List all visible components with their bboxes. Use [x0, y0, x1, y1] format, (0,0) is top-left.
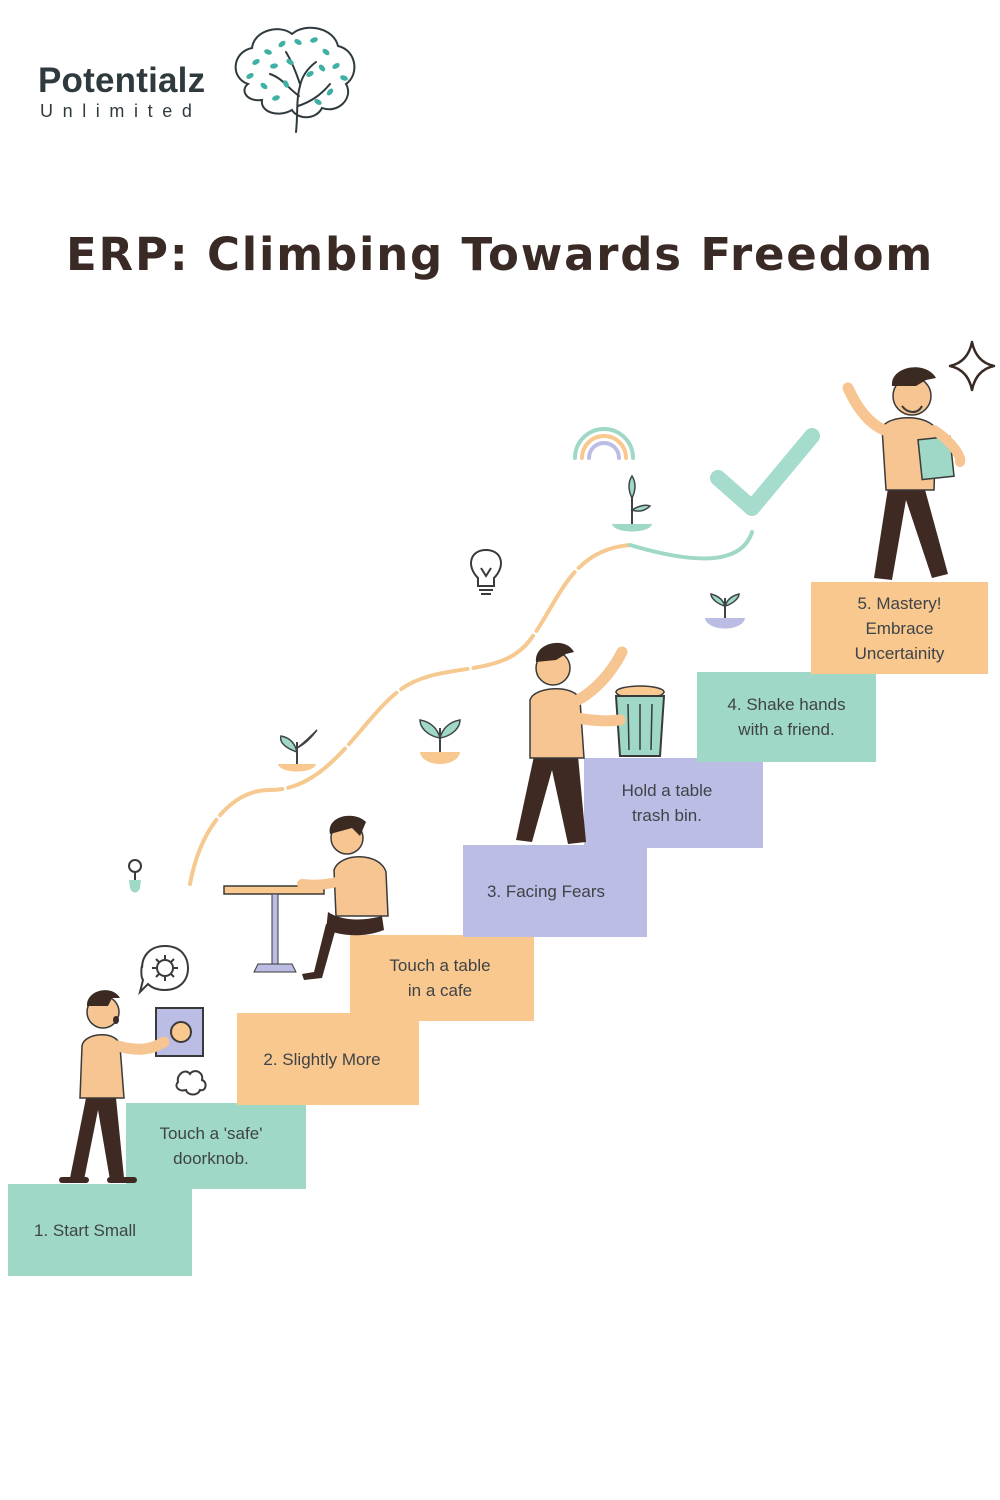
step-label-6: Hold a table trash bin.	[621, 781, 713, 825]
step-label-4: Touch a table in a cafe	[389, 956, 491, 1000]
step-block-4	[350, 935, 534, 1021]
person-holding-trash-bin	[516, 642, 628, 844]
page-title: ERP: Climbing Towards Freedom	[65, 228, 935, 281]
step-block-6	[584, 758, 763, 848]
sparkle-icon	[948, 340, 996, 392]
lightbulb-icon	[470, 548, 502, 595]
brand-subtitle: Unlimited	[40, 101, 202, 121]
step-block-2	[126, 1103, 306, 1189]
step-block-7	[697, 672, 876, 762]
person-at-cafe-table	[297, 815, 389, 980]
step-label-5: 3. Facing Fears	[486, 881, 606, 901]
cafe-table-icon	[223, 885, 325, 973]
dust-cloud-icon	[175, 1070, 207, 1096]
germ-icon	[138, 944, 190, 996]
brand-name: Potentialz	[38, 61, 206, 100]
step-label-7: 4. Shake hands with a friend.	[727, 695, 846, 739]
step-block-3	[237, 1013, 419, 1105]
sprout-icon	[278, 729, 318, 772]
step-block-5	[463, 845, 647, 937]
checkmark-icon	[710, 428, 820, 516]
sprout-icon	[612, 474, 652, 532]
progress-path	[188, 543, 632, 886]
book-icon	[917, 435, 955, 481]
step-label-3: 2. Slightly More	[263, 1049, 381, 1069]
doorknob-icon	[155, 1007, 204, 1057]
person-celebrating	[842, 367, 966, 580]
step-block-8	[811, 582, 988, 674]
sprout-icon	[419, 719, 461, 764]
step-label-1: 1. Start Small	[34, 1220, 137, 1240]
step-label-2: Touch a 'safe' doorknob.	[159, 1124, 263, 1168]
step-label-8: 5. Mastery! Embrace Uncertainity	[854, 593, 945, 663]
pin-icon	[128, 859, 142, 893]
trash-bin-icon	[614, 685, 666, 757]
rainbow-icon	[573, 427, 635, 460]
person-touching-doorknob	[59, 990, 170, 1183]
brand-logo: Potentialz Unlimited	[38, 62, 205, 122]
brain-tree-icon	[234, 26, 356, 133]
step-block-1	[8, 1184, 192, 1276]
sprout-icon	[705, 593, 745, 629]
